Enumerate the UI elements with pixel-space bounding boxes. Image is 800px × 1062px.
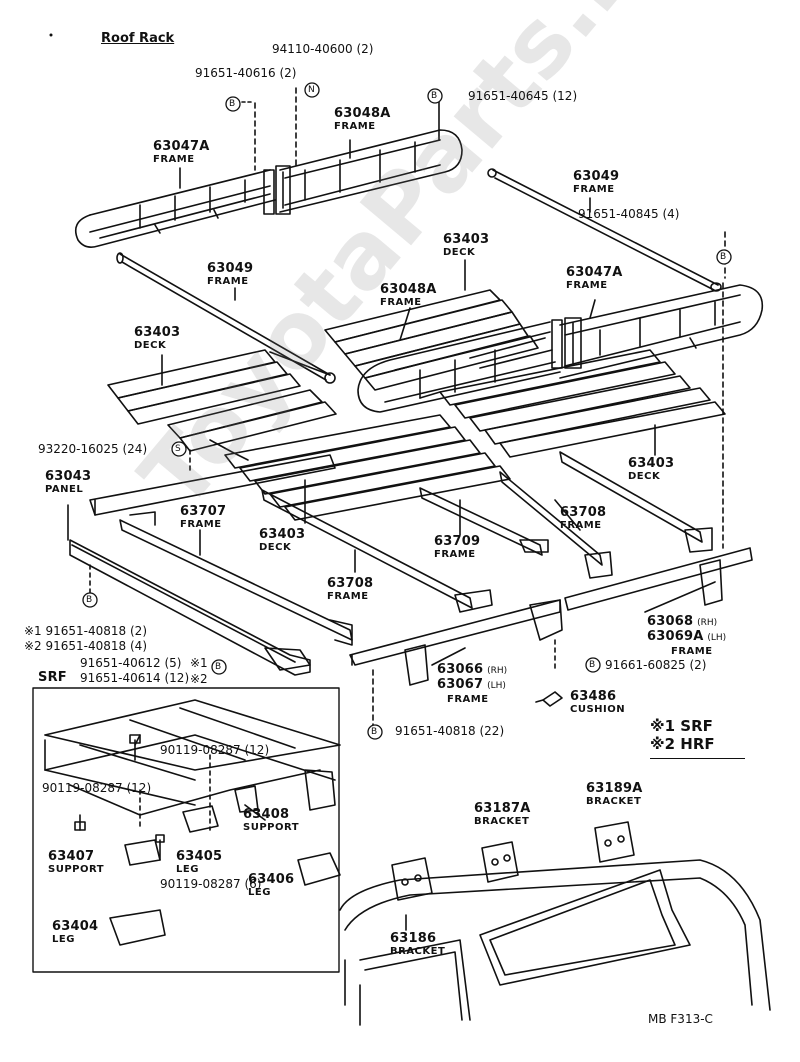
- callout-screw-right: 91651-40845 (4): [578, 207, 680, 221]
- srf-label: SRF: [38, 670, 67, 685]
- footer-code: MB F313-C: [648, 1012, 713, 1026]
- deck-left: [107, 349, 337, 452]
- marker-n: N: [308, 85, 315, 95]
- callout-screw-front-2: 91651-40614 (12): [80, 671, 190, 685]
- bracket-63187a: [481, 841, 519, 883]
- frame-bottom-long: [349, 547, 753, 686]
- legend-hrf: ※2 HRF: [650, 735, 715, 753]
- rail-joint-top: [263, 165, 291, 215]
- frame-long-left: [69, 539, 311, 676]
- legend-divider: [650, 758, 745, 759]
- callout-screw-front-1: 91651-40612 (5): [80, 656, 182, 670]
- callout-screw-deck: 93220-16025 (24): [38, 442, 148, 456]
- legend-srf: ※1 SRF: [650, 717, 713, 735]
- deck-center: [224, 414, 511, 521]
- marker-b-5: B: [215, 662, 222, 672]
- side-rail-top: [279, 129, 463, 213]
- side-rail-right: [559, 284, 764, 379]
- callout-bolt-srf-2: 90119-08287 (12): [42, 781, 152, 795]
- frame-63707: [119, 511, 353, 646]
- deck-upper: [324, 289, 553, 391]
- marker-b-4: B: [86, 595, 93, 605]
- srf-mark-1: ※1: [190, 656, 208, 670]
- diagram-title: Roof Rack: [101, 31, 175, 46]
- srf-mark-2: ※2: [190, 672, 208, 686]
- cushion-63486: [535, 691, 563, 707]
- callout-bolt-srf-3: 90119-08287 (6): [160, 877, 262, 891]
- marker-s: S: [175, 444, 181, 454]
- bracket-63189a: [594, 821, 635, 863]
- bracket-63186: [391, 857, 433, 901]
- callout-screw-panel-2: ※2 91651-40818 (4): [24, 639, 147, 653]
- marker-b-1: B: [229, 99, 236, 109]
- marker-b-2: B: [431, 91, 438, 101]
- side-rail-left: [74, 169, 276, 248]
- frame-63709: [419, 487, 549, 556]
- callout-screw-bottom: 91651-40818 (22): [395, 724, 505, 738]
- panel-front: [89, 454, 336, 516]
- part-63068: 63068 (RH) 63069A (LH) FRAME: [647, 614, 727, 657]
- callout-bolt-top: 94110-40600 (2): [272, 42, 374, 56]
- deck-right: [419, 349, 726, 458]
- marker-b-3: B: [720, 252, 727, 262]
- frame-63708-right: [499, 471, 613, 579]
- srf-inset: [32, 687, 341, 973]
- callout-screw-panel-1: ※1 91651-40818 (2): [24, 624, 147, 638]
- callout-screw-top-left: 91651-40616 (2): [195, 66, 297, 80]
- callout-bolt-srf-1: 90119-08287 (12): [160, 743, 270, 757]
- callout-screw-cushion: 91661-60825 (2): [605, 658, 707, 672]
- marker-b-6: B: [589, 660, 596, 670]
- marker-b-7: B: [371, 727, 378, 737]
- frame-63708-left: [261, 489, 493, 613]
- part-63066: 63066 (RH) 63067 (LH) FRAME: [437, 662, 508, 705]
- truck-canopy: [339, 859, 771, 1026]
- frame-short-right: [559, 451, 713, 553]
- callout-screw-top-right: 91651-40645 (12): [468, 89, 578, 103]
- side-rail-mid: [357, 321, 561, 413]
